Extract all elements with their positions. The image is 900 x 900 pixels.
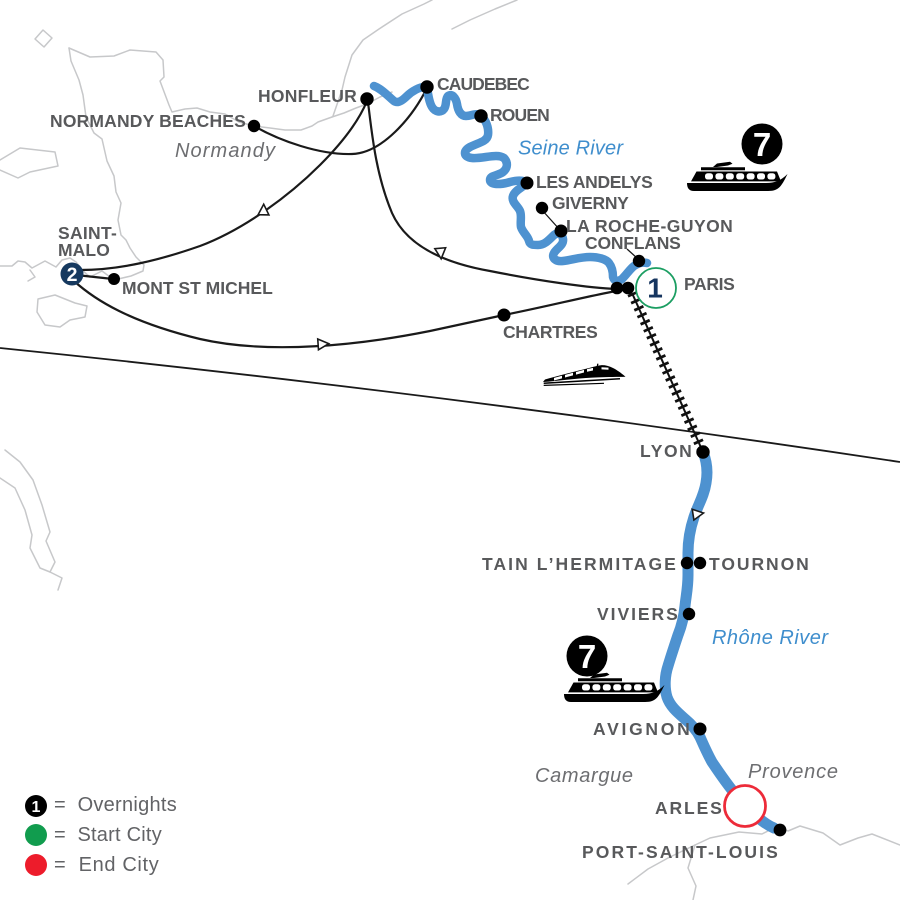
svg-text:CAUDEBEC: CAUDEBEC — [437, 74, 530, 94]
svg-text:Camargue: Camargue — [535, 765, 633, 787]
svg-text:Provence: Provence — [748, 761, 838, 783]
svg-text:SAINT-: SAINT- — [58, 223, 117, 243]
svg-text:Seine River: Seine River — [518, 138, 624, 160]
svg-text:AVIGNON: AVIGNON — [593, 719, 690, 739]
svg-text:MALO: MALO — [58, 240, 110, 260]
svg-text:GIVERNY: GIVERNY — [552, 193, 629, 213]
svg-text:1: 1 — [647, 273, 663, 304]
svg-text:NORMANDY BEACHES: NORMANDY BEACHES — [50, 111, 246, 131]
svg-text:1: 1 — [32, 799, 41, 816]
svg-text:2: 2 — [67, 264, 78, 286]
svg-text:TAIN L’HERMITAGE: TAIN L’HERMITAGE — [482, 554, 676, 574]
svg-text:7: 7 — [753, 126, 771, 163]
svg-text:TOURNON: TOURNON — [709, 554, 809, 574]
svg-text:ROUEN: ROUEN — [490, 105, 550, 125]
svg-text:LYON: LYON — [640, 441, 692, 461]
svg-text:7: 7 — [578, 638, 596, 675]
svg-text:CONFLANS: CONFLANS — [585, 233, 681, 253]
svg-text:= Overnights: = Overnights — [54, 794, 177, 816]
svg-text:LA ROCHE-GUYON: LA ROCHE-GUYON — [566, 216, 733, 236]
svg-text:= Start City: = Start City — [54, 824, 162, 846]
svg-text:MONT ST MICHEL: MONT ST MICHEL — [122, 278, 273, 298]
svg-text:CHARTRES: CHARTRES — [503, 322, 598, 342]
svg-text:= End City: = End City — [54, 854, 159, 876]
svg-text:VIVIERS: VIVIERS — [597, 604, 678, 624]
svg-text:HONFLEUR: HONFLEUR — [258, 86, 357, 106]
svg-text:Rhône River: Rhône River — [712, 627, 829, 649]
svg-text:ARLES: ARLES — [655, 798, 722, 818]
svg-text:LES ANDELYS: LES ANDELYS — [536, 172, 653, 192]
svg-text:PARIS: PARIS — [684, 274, 735, 294]
svg-text:Normandy: Normandy — [175, 140, 276, 162]
